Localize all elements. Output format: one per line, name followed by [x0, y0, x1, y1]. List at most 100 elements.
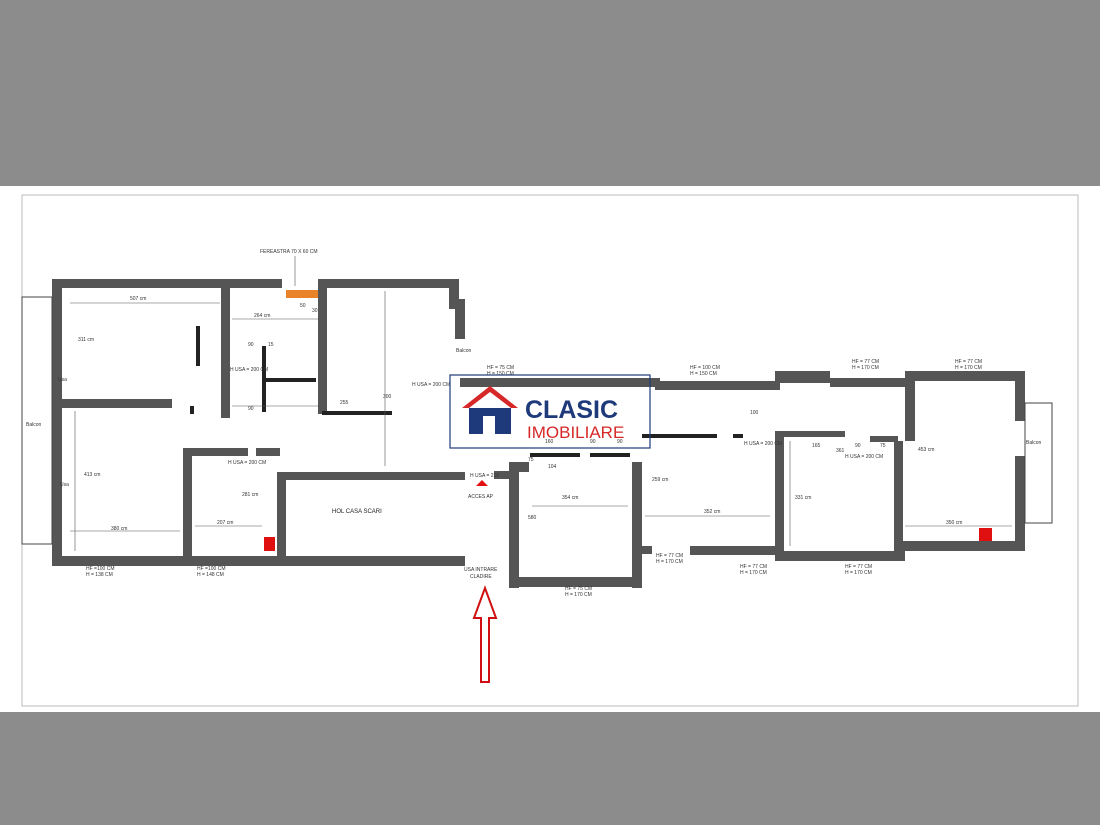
- dim-100: 100: [750, 410, 759, 416]
- label-hf-r3b: H = 170 CM: [845, 570, 872, 576]
- dim-90d: 90: [248, 342, 254, 348]
- wall-int-8: [256, 448, 280, 456]
- watermark-line2: IMOBILIARE: [527, 423, 624, 442]
- wall-east-int-1: [775, 431, 784, 556]
- dim-300: 300: [383, 394, 392, 400]
- label-h-usa-a: H USA = 200 CM: [230, 367, 268, 373]
- dim-165: 165: [812, 443, 821, 449]
- watermark-box: [449, 374, 651, 449]
- label-hf-bc1: HF = 75 CM: [565, 586, 592, 592]
- dim-90b: 90: [617, 439, 623, 445]
- dim-453: 453 cm: [918, 447, 934, 453]
- window-orange: [286, 290, 318, 298]
- label-hf-top3b: H = 170 CM: [852, 365, 879, 371]
- balcony-right: [1024, 402, 1053, 524]
- dim-90c: 90: [855, 443, 861, 449]
- wall-west-top-2: [318, 279, 458, 288]
- dim-361: 361: [836, 448, 845, 454]
- label-hf-top4a: HF = 77 CM: [955, 359, 982, 365]
- wall-east-int-3: [780, 431, 845, 437]
- dim-75: 75: [880, 443, 886, 449]
- wall-center-left: [509, 472, 519, 588]
- label-hf-r2a: HF = 77 CM: [740, 564, 767, 570]
- bottom-gray-band: [0, 712, 1100, 825]
- wall-thin-4: [190, 406, 194, 414]
- plan-sheet: FEREASTRA 70 X 60 CM HOL CASA SCARI USA …: [0, 186, 1100, 712]
- wall-int-5: [183, 448, 248, 456]
- label-balcon-top: Balcon: [456, 348, 472, 354]
- wall-center-top: [509, 462, 529, 472]
- dim-413: 413 cm: [84, 472, 100, 478]
- wall-east-right: [1015, 371, 1025, 421]
- wall-west-stub-right: [449, 279, 459, 309]
- dim-507: 507 cm: [130, 296, 146, 302]
- label-hf-bl3: HF =100 CM: [197, 566, 225, 572]
- wall-east-int-4: [870, 436, 898, 442]
- label-h-usa-210: H USA = 210: [470, 473, 499, 479]
- wall-west-stub-right2: [455, 299, 465, 339]
- wall-west-bottom-1: [52, 556, 302, 566]
- dim-350: 350 cm: [946, 520, 962, 526]
- dim-255: 255: [340, 400, 349, 406]
- wall-int-3: [62, 399, 172, 408]
- dim-281: 281 cm: [242, 492, 258, 498]
- label-entrance-1: USA INTRARE: [464, 567, 498, 573]
- wall-east-thin-2: [733, 434, 743, 438]
- dim-90e: 90: [248, 406, 254, 412]
- dim-90a: 90: [590, 439, 596, 445]
- label-hol: HOL CASA SCARI: [332, 509, 382, 515]
- wall-int-2: [318, 279, 327, 414]
- label-h-usa-b: H USA = 200 CM: [412, 382, 450, 388]
- label-usa-left-2: Usa: [60, 482, 69, 488]
- label-hf-bl2: H = 138 CM: [86, 572, 113, 578]
- label-hf-bl1: HF =100 CM: [86, 566, 114, 572]
- red-marker-left: [264, 537, 275, 551]
- wall-east-top-4: [830, 378, 905, 387]
- watermark-house-icon: [462, 386, 518, 434]
- wall-thin-3: [322, 411, 392, 415]
- wall-east-int-2: [894, 441, 903, 551]
- wall-center-right: [632, 462, 642, 588]
- label-hf-top1a: HF = 75 CM: [487, 365, 514, 371]
- wall-east-top-3: [775, 371, 830, 383]
- wall-center-top-thin2: [590, 453, 630, 457]
- wall-east-top-5: [905, 371, 1025, 381]
- dim-311: 311 cm: [78, 337, 94, 343]
- label-window-top: FEREASTRA 70 X 60 CM: [260, 249, 318, 255]
- dim-75b: 75: [528, 457, 534, 463]
- wall-center-bottom: [509, 577, 642, 587]
- wall-center-top-thin: [530, 453, 580, 457]
- label-hf-bc2: H = 170 CM: [565, 592, 592, 598]
- label-hf-r1a: HF = 77 CM: [656, 553, 683, 559]
- dim-380: 380 cm: [111, 526, 127, 532]
- access-arrow-icon: [476, 480, 488, 486]
- entrance-arrow-icon: [472, 585, 498, 683]
- label-usa-left: Usa: [58, 377, 67, 383]
- label-hf-top4b: H = 170 CM: [955, 365, 982, 371]
- label-hf-top1b: H = 150 CM: [487, 371, 514, 377]
- dim-15: 15: [268, 342, 274, 348]
- balcony-left: [21, 296, 53, 545]
- label-hf-bl4: H = 148 CM: [197, 572, 224, 578]
- label-entrance-2: CLADIRE: [470, 574, 492, 580]
- wall-thin-2: [262, 378, 316, 382]
- label-h-usa-c: H USA = 200 CM: [228, 460, 266, 466]
- wall-east-int-5: [905, 381, 915, 441]
- floor-plan-drawing: FEREASTRA 70 X 60 CM HOL CASA SCARI USA …: [21, 194, 1079, 707]
- red-marker-right: [979, 528, 992, 541]
- dim-580: 580: [528, 515, 537, 521]
- dim-30: 30: [312, 308, 318, 314]
- label-h-usa-e: H USA = 200 CM: [845, 454, 883, 460]
- label-balcon-left: Balcon: [26, 422, 42, 428]
- dim-331: 331 cm: [795, 495, 811, 501]
- wall-int-4: [183, 448, 192, 560]
- wall-east-top-2: [655, 381, 780, 390]
- wall-west-top-1: [52, 279, 282, 288]
- wall-east-right2: [1015, 456, 1025, 551]
- wall-thin-5: [196, 326, 200, 366]
- wall-east-bottom-3: [775, 551, 905, 561]
- dim-207: 207 cm: [217, 520, 233, 526]
- wall-east-top-1: [460, 378, 660, 387]
- wall-center-mid: [494, 471, 511, 479]
